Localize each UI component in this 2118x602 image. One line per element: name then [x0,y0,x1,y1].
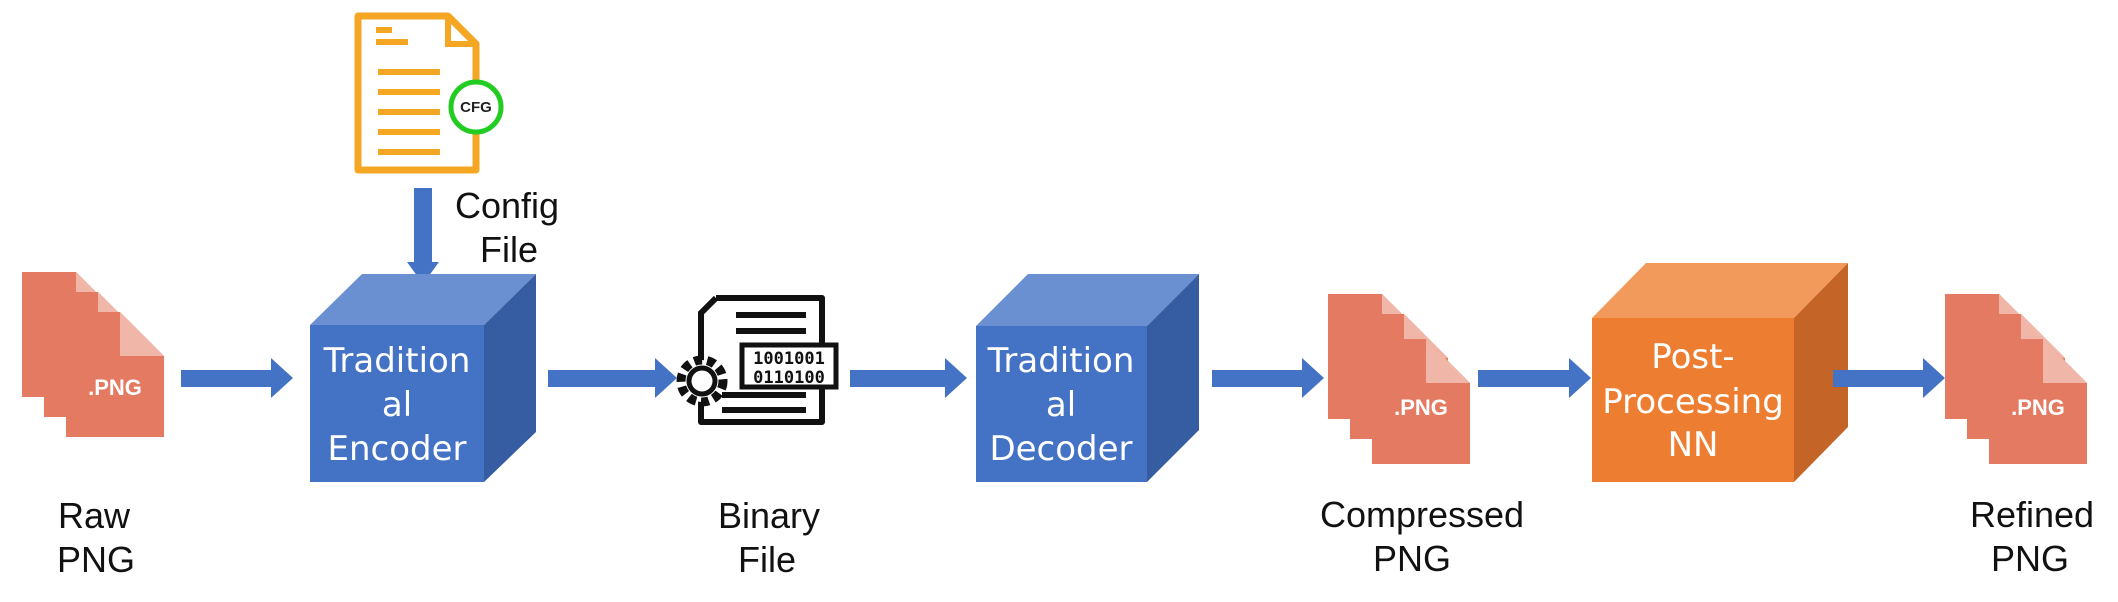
binary-caption-line2: File [738,539,796,580]
postproc-label-line3: NN [1668,425,1719,465]
refined-png-caption-line1: Refined [1970,494,2094,535]
cfg-badge: CFG [460,99,492,116]
decoder-label-line2: al [1046,385,1076,425]
post-processing-nn-box: Post- Processing NN [1592,263,1848,482]
raw-png-icon: .PNG [22,272,164,437]
refined-png-icon: .PNG [1945,294,2087,464]
config-file-icon: CFG [354,12,504,174]
compressed-png-caption-line1: Compressed [1320,494,1524,535]
compressed-to-postproc-arrow [1478,358,1591,398]
decoder-label-line3: Decoder [989,429,1132,469]
compressed-png-caption-line2: PNG [1373,538,1451,579]
encoder-label-line1: Tradition [323,341,471,381]
refined-png-file-label: .PNG [2011,395,2065,420]
config-caption-line1: Config [455,185,559,226]
svg-text:0110100: 0110100 [753,368,825,388]
raw-png-caption-line1: Raw [58,495,131,536]
encoder-label-line2: al [382,385,412,425]
traditional-encoder-box: Tradition al Encoder [310,274,536,482]
config-caption-line2: File [480,229,538,270]
raw-png-file-label: .PNG [88,375,142,400]
svg-text:1001001: 1001001 [753,349,825,369]
encoder-label-line3: Encoder [327,429,466,469]
postproc-to-refined-arrow [1833,358,1945,398]
refined-png-caption-line2: PNG [1991,538,2069,579]
binary-file-icon: 1001001 0110100 [676,295,839,425]
raw-to-encoder-arrow [181,358,293,398]
binary-to-decoder-arrow [850,358,967,398]
decoder-label-line1: Tradition [987,341,1135,381]
encoder-to-binary-arrow [548,358,677,398]
compressed-png-icon: .PNG [1328,294,1470,464]
decoder-to-compressed-arrow [1212,358,1324,398]
config-to-encoder-arrow [407,188,439,284]
postproc-label-line1: Post- [1651,337,1734,377]
traditional-decoder-box: Tradition al Decoder [976,274,1199,482]
postproc-label-line2: Processing [1602,382,1784,422]
binary-caption-line1: Binary [718,495,820,536]
compressed-png-file-label: .PNG [1394,395,1448,420]
raw-png-caption-line2: PNG [57,539,135,580]
